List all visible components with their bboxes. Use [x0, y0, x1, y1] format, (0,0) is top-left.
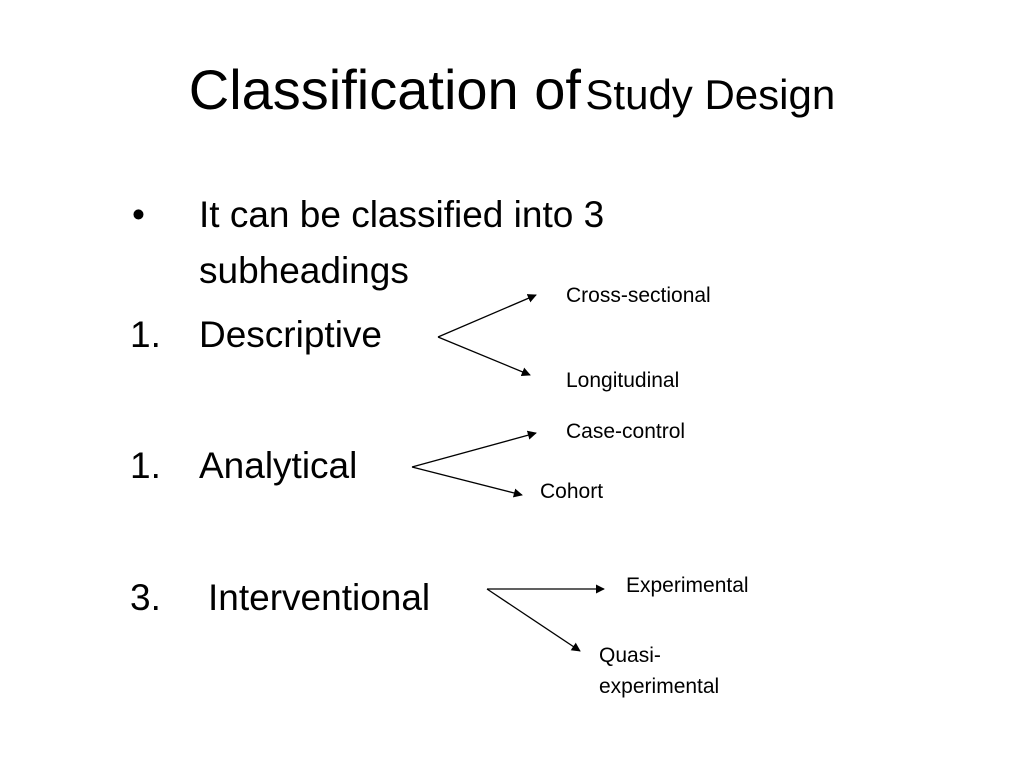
branch-cross-sectional: Cross-sectional — [566, 284, 711, 307]
category-interventional-number: 3. — [130, 577, 161, 618]
arrow-analytical-to-case-control — [411, 430, 537, 468]
branch-case-control: Case-control — [566, 420, 686, 443]
arrow-descriptive-to-cross-sectional — [437, 294, 537, 338]
arrow-interventional-to-quasi-experimental — [486, 588, 581, 652]
branch-experimental: Experimental — [626, 574, 749, 597]
category-interventional: Interventional — [208, 577, 431, 618]
title-sub: Study Design — [585, 71, 836, 118]
branch-quasi-experimental-line-1: Quasi- — [599, 644, 661, 667]
category-descriptive-number: 1. — [130, 314, 161, 355]
category-analytical: Analytical — [199, 445, 358, 486]
category-analytical-number: 1. — [130, 445, 161, 486]
category-descriptive: Descriptive — [199, 314, 382, 355]
slide-title: Classification of Study Design — [0, 62, 1024, 118]
bullet-line-1: It can be classified into 3 — [199, 194, 605, 235]
title-main: Classification of — [188, 58, 581, 121]
arrow-descriptive-to-longitudinal — [437, 336, 531, 377]
branch-cohort: Cohort — [540, 480, 604, 503]
branch-longitudinal: Longitudinal — [566, 369, 680, 392]
bullet-marker: • — [132, 194, 145, 235]
bullet-line-2: subheadings — [199, 250, 409, 291]
branch-quasi-experimental-line-2: experimental — [599, 675, 720, 698]
arrow-analytical-to-cohort — [411, 466, 523, 498]
